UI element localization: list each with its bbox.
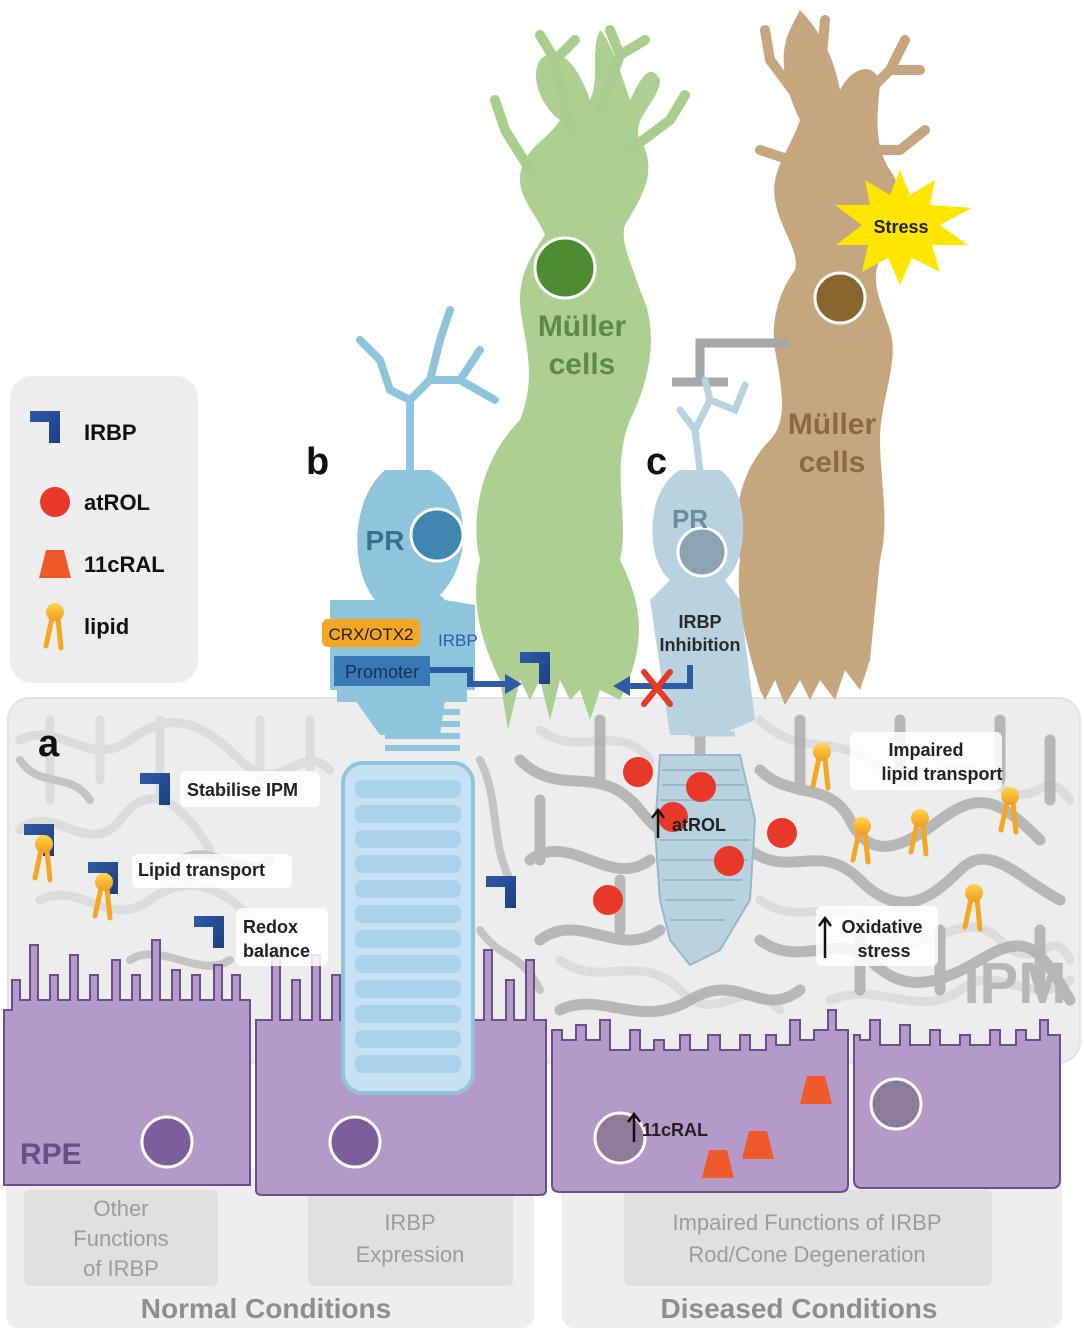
inhibition-label-2: Inhibition [660,635,741,655]
oxidative-stress-label-1: Oxidative [841,917,922,937]
legend-atrol-label: atROL [84,490,150,515]
rpe-nucleus-4 [869,1077,923,1131]
impaired-functions-box [624,1190,992,1286]
lipid-transport-label: Lipid transport [138,860,265,880]
impaired-lipid-label-1: Impaired [888,740,963,760]
pr-c-nucleus [676,526,728,578]
muller-healthy-label-1: Müller [538,310,627,343]
blocked-cross-icon [641,669,673,707]
rpe-label: RPE [20,1138,82,1171]
inhibited-arrow [628,665,693,689]
impaired-functions-line1: Impaired Functions of IRBP [672,1210,941,1235]
legend-lipid-label: lipid [84,614,129,639]
panel-label-b: b [306,441,329,483]
ipm-label: IPM [963,951,1066,1016]
11cral-icon [39,550,71,578]
rpe-cell-1 [3,939,251,1186]
redox-balance-box [236,908,328,966]
other-functions-line3: of IRBP [83,1256,159,1281]
oxidative-increase-arrow [818,915,832,958]
other-functions-line2: Functions [73,1226,168,1251]
pr-b-nucleus [409,507,465,563]
other-functions-box [24,1190,218,1286]
legend: IRBP atROL 11cRAL lipid [10,376,198,683]
cral-increase-label: 11cRAL [642,1120,708,1140]
inhibition-label-1: IRBP [678,612,721,632]
oxidative-stress-box [816,906,938,966]
irbp-expression-line1: IRBP [384,1210,435,1235]
muller-stressed-dendrites [755,15,930,165]
inhibition-bar [672,338,790,387]
muller-healthy-nucleus [533,236,597,300]
redox-label-2: balance [243,941,310,961]
legend-irbp-label: IRBP [84,420,137,445]
atrol-increase-label: atROL [672,815,726,835]
diseased-conditions-label: Diseased Conditions [661,1293,938,1324]
rpe-nucleus-1 [140,1115,194,1169]
stress-burst [835,170,972,285]
other-functions-line1: Other [93,1196,148,1221]
inhibited-arrowhead [613,676,630,696]
impaired-functions-line2: Rod/Cone Degeneration [688,1242,925,1267]
impaired-lipid-label-2: lipid transport [882,764,1003,784]
pr-b-label: PR [366,525,405,556]
cral-increase-arrow [627,1111,641,1142]
promoter-label: Promoter [345,662,419,682]
crx-otx2-label: CRX/OTX2 [328,625,413,644]
promoter-box [334,656,430,686]
rpe-nucleus-3 [593,1111,647,1165]
muller-cell-stressed [736,10,901,705]
rpe-nuclei [140,1077,923,1169]
stabilise-ipm-label: Stabilise IPM [187,780,298,800]
panel-label-c: c [646,441,667,483]
muller-cell-healthy [476,30,660,730]
crx-otx2-box [322,619,420,647]
lipid-transport-box [132,854,292,888]
irbp-expression-line2: Expression [356,1242,465,1267]
muller-stressed-label-1: Müller [788,408,877,441]
oxidative-stress-label-2: stress [857,941,910,961]
expression-arrow [430,667,506,687]
muller-healthy-label-2: cells [549,348,616,381]
legend-11cral-label: 11cRAL [84,552,165,577]
normal-conditions-label: Normal Conditions [141,1293,391,1324]
stabilise-ipm-box [180,771,320,807]
pr-b-discs [355,780,461,1073]
muller-stressed-label-2: cells [799,446,866,479]
rpe-nucleus-2 [328,1115,382,1169]
atrol-icon [40,487,70,517]
irbp-expression-box [308,1190,513,1286]
impaired-lipid-box [850,732,1002,790]
muller-stressed-nucleus [813,271,867,325]
stress-label: Stress [873,217,928,237]
irbp-gene-label: IRBP [438,631,478,650]
expression-arrowhead [505,674,522,694]
muller-healthy-dendrites [490,25,690,175]
rpe-cell-4 [853,1019,1061,1189]
panel-label-a: a [38,723,60,765]
redox-label-1: Redox [243,917,298,937]
atrol-increase-arrow [651,807,665,838]
pr-c-label: PR [672,504,708,534]
